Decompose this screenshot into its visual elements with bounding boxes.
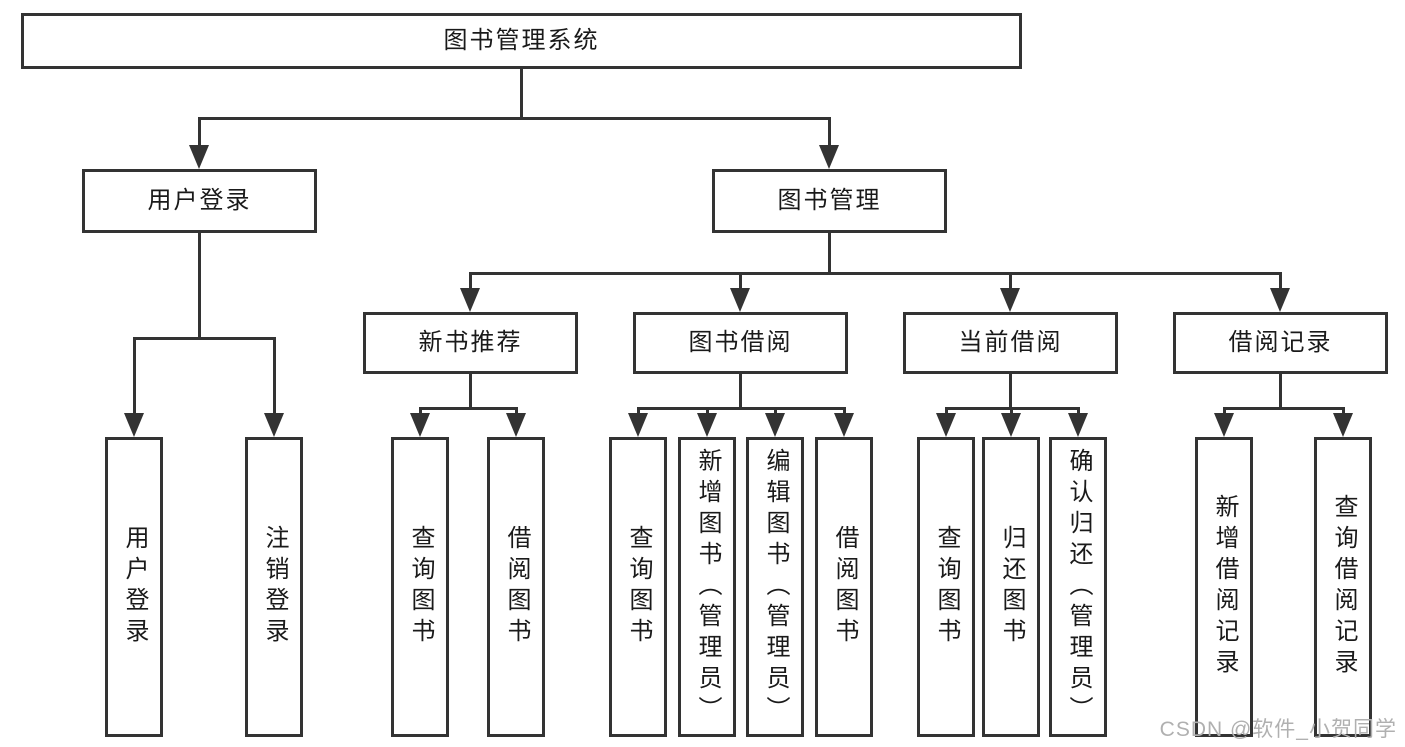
connector-borrow-record-trunk bbox=[1279, 373, 1282, 410]
arrowhead-down-icon bbox=[1001, 413, 1021, 437]
arrowhead-down-icon bbox=[1000, 288, 1020, 312]
connector-arrow-shaft bbox=[419, 407, 422, 415]
connector-arrow-shaft bbox=[843, 407, 846, 415]
arrowhead-down-icon bbox=[264, 413, 284, 437]
connector-new-book-trunk bbox=[469, 373, 472, 410]
connector-arrow-shaft bbox=[1009, 272, 1012, 290]
connector-arrow-shaft bbox=[1010, 407, 1013, 415]
leaf-add-books-admin: 新增图书（管理员） bbox=[678, 437, 736, 737]
connector-arrow-shaft bbox=[739, 272, 742, 290]
connector-new-book-bus bbox=[419, 407, 518, 410]
leaf-user-login: 用户登录 bbox=[105, 437, 163, 737]
connector-book-borrow-trunk bbox=[739, 373, 742, 410]
leaf-query-borrow-record: 查询借阅记录 bbox=[1314, 437, 1372, 737]
arrowhead-down-icon bbox=[697, 413, 717, 437]
node-new-book-recommendation: 新书推荐 bbox=[363, 312, 578, 374]
arrowhead-down-icon bbox=[1214, 413, 1234, 437]
arrowhead-down-icon bbox=[124, 413, 144, 437]
connector-arrow-shaft bbox=[469, 272, 472, 290]
arrowhead-down-icon bbox=[628, 413, 648, 437]
arrowhead-down-icon bbox=[189, 145, 209, 169]
leaf-confirm-return-admin: 确认归还（管理员） bbox=[1049, 437, 1107, 737]
connector-user-login-bus bbox=[133, 337, 275, 340]
connector-arrow-shaft bbox=[1279, 272, 1282, 290]
connector-level2-bus bbox=[198, 117, 831, 120]
connector-level3-bus bbox=[469, 272, 1282, 275]
arrowhead-down-icon bbox=[730, 288, 750, 312]
leaf-query-books-recommend: 查询图书 bbox=[391, 437, 449, 737]
arrowhead-down-icon bbox=[1068, 413, 1088, 437]
leaf-logout: 注销登录 bbox=[245, 437, 303, 737]
connector-arrow-shaft bbox=[828, 117, 831, 147]
arrowhead-down-icon bbox=[1270, 288, 1290, 312]
connector-arrow-shaft bbox=[945, 407, 948, 415]
connector-arrow-shaft bbox=[515, 407, 518, 415]
connector-arrow-shaft bbox=[273, 337, 276, 415]
node-library-management-system: 图书管理系统 bbox=[21, 13, 1022, 69]
connector-arrow-shaft bbox=[1077, 407, 1080, 415]
node-book-borrowing: 图书借阅 bbox=[633, 312, 848, 374]
leaf-edit-books-admin: 编辑图书（管理员） bbox=[746, 437, 804, 737]
node-user-login: 用户登录 bbox=[82, 169, 317, 233]
leaf-query-books-current: 查询图书 bbox=[917, 437, 975, 737]
arrowhead-down-icon bbox=[1333, 413, 1353, 437]
csdn-watermark: CSDN @软件_小贺同学 bbox=[1159, 718, 1397, 741]
arrowhead-down-icon bbox=[834, 413, 854, 437]
connector-arrow-shaft bbox=[1223, 407, 1226, 415]
arrowhead-down-icon bbox=[819, 145, 839, 169]
connector-arrow-shaft bbox=[1342, 407, 1345, 415]
connector-book-mgmt-trunk bbox=[828, 232, 831, 275]
leaf-borrow-books-recommend: 借阅图书 bbox=[487, 437, 545, 737]
node-current-borrowing: 当前借阅 bbox=[903, 312, 1118, 374]
connector-user-login-trunk bbox=[198, 232, 201, 340]
arrowhead-down-icon bbox=[410, 413, 430, 437]
arrowhead-down-icon bbox=[765, 413, 785, 437]
arrowhead-down-icon bbox=[936, 413, 956, 437]
connector-root-trunk bbox=[520, 69, 523, 119]
leaf-return-books: 归还图书 bbox=[982, 437, 1040, 737]
leaf-add-borrow-record: 新增借阅记录 bbox=[1195, 437, 1253, 737]
leaf-borrow-books-borrowing: 借阅图书 bbox=[815, 437, 873, 737]
connector-arrow-shaft bbox=[133, 337, 136, 415]
node-borrowing-records: 借阅记录 bbox=[1173, 312, 1388, 374]
connector-book-borrow-bus bbox=[637, 407, 846, 410]
connector-arrow-shaft bbox=[706, 407, 709, 415]
arrowhead-down-icon bbox=[506, 413, 526, 437]
connector-arrow-shaft bbox=[637, 407, 640, 415]
connector-borrow-record-bus bbox=[1223, 407, 1345, 410]
arrowhead-down-icon bbox=[460, 288, 480, 312]
connector-current-borrow-trunk bbox=[1009, 373, 1012, 410]
node-book-management: 图书管理 bbox=[712, 169, 947, 233]
leaf-query-books-borrowing: 查询图书 bbox=[609, 437, 667, 737]
connector-arrow-shaft bbox=[774, 407, 777, 415]
connector-arrow-shaft bbox=[198, 117, 201, 147]
